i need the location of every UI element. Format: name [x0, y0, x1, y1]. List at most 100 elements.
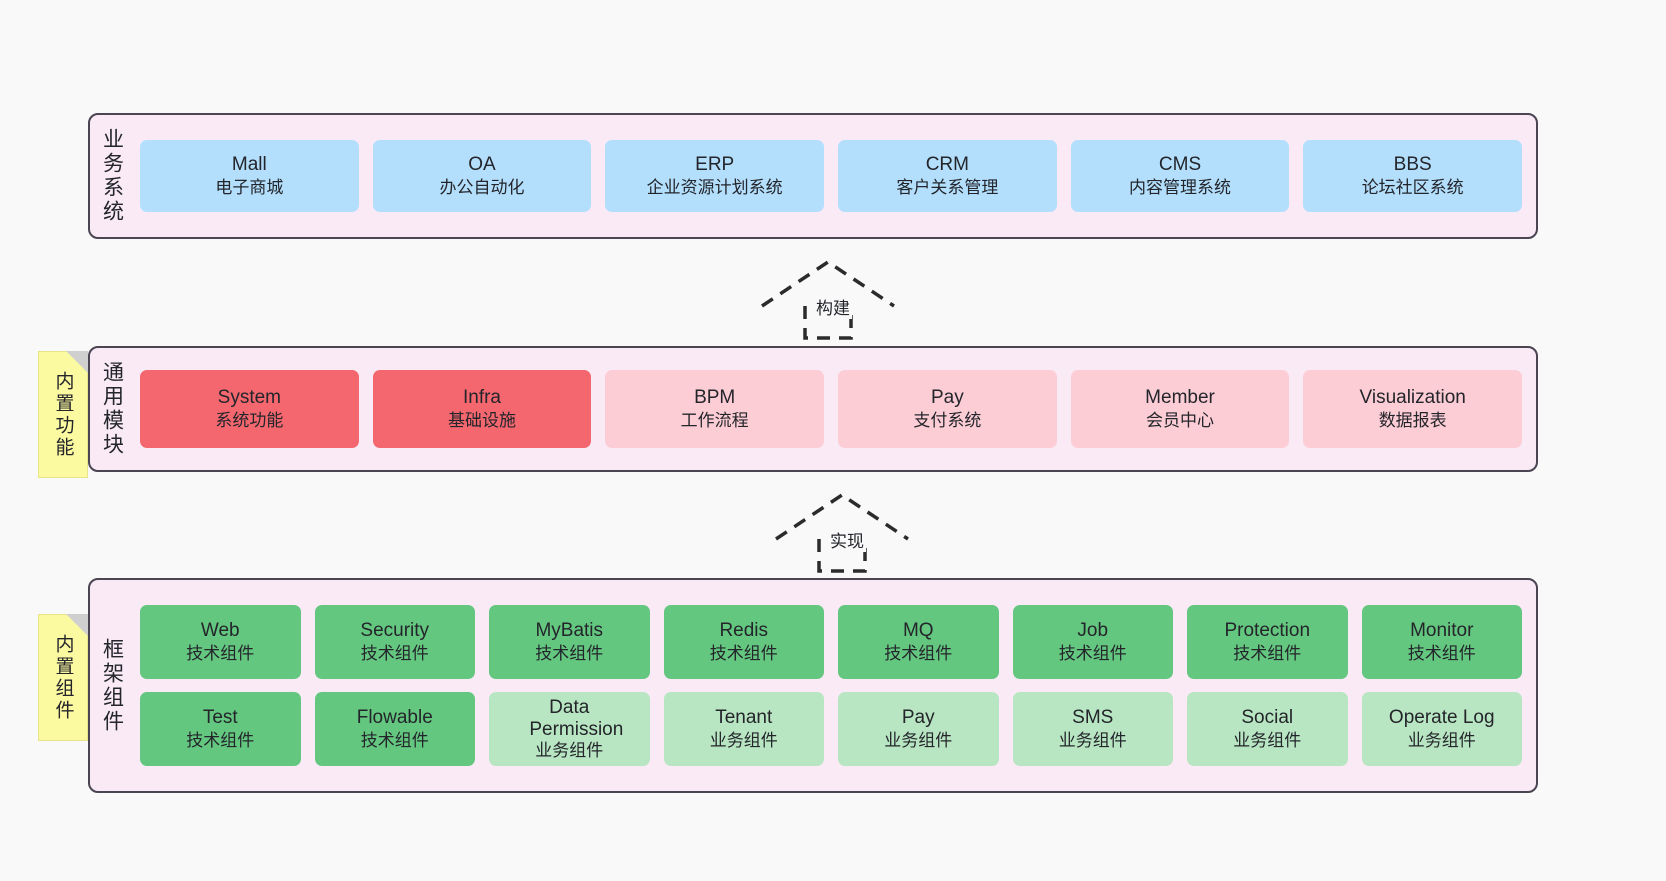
card-title: Data Permission	[529, 696, 624, 740]
card-title: Web	[200, 620, 240, 642]
card-social[interactable]: Social 业务组件	[1187, 692, 1348, 766]
card-title: CMS	[1158, 154, 1202, 176]
card-member[interactable]: Member 会员中心	[1070, 370, 1290, 448]
card-subtitle: 技术组件	[884, 644, 953, 664]
card-subtitle: 系统功能	[215, 411, 284, 431]
card-title: Monitor	[1410, 620, 1474, 642]
card-sms[interactable]: SMS 业务组件	[1012, 692, 1173, 766]
card-pay-component[interactable]: Pay 业务组件	[838, 692, 999, 766]
card-monitor[interactable]: Monitor 技术组件	[1361, 605, 1522, 679]
layer-common-modules: 通用模块 System 系统功能 Infra 基础设施 BPM 工作流程 Pay…	[88, 346, 1538, 472]
card-title: BPM	[694, 387, 736, 409]
card-cms[interactable]: CMS 内容管理系统	[1070, 140, 1290, 212]
layer-business-systems: 业务系统 Mall 电子商城 OA 办公自动化 ERP 企业资源计划系统 CRM…	[88, 113, 1538, 239]
card-title: ERP	[695, 154, 735, 176]
card-title: Infra	[462, 387, 502, 409]
card-subtitle: 技术组件	[535, 644, 604, 664]
framework-business-component-row: Test 技术组件 Flowable 技术组件 Data Permission …	[140, 692, 1522, 766]
sticky-note-builtin-features: 内置功能	[38, 351, 88, 478]
card-subtitle: 技术组件	[709, 644, 778, 664]
card-title: MQ	[902, 620, 934, 642]
framework-component-card-list: Web 技术组件 Security 技术组件 MyBatis 技术组件 Redi…	[134, 580, 1536, 791]
card-bpm[interactable]: BPM 工作流程	[605, 370, 825, 448]
card-mall[interactable]: Mall 电子商城	[140, 140, 359, 212]
connector-label-build: 构建	[814, 294, 852, 319]
card-subtitle: 业务组件	[1233, 731, 1302, 751]
card-infra[interactable]: Infra 基础设施	[372, 370, 592, 448]
card-erp[interactable]: ERP 企业资源计划系统	[605, 140, 825, 212]
card-subtitle: 内容管理系统	[1129, 178, 1232, 198]
card-title: Mall	[231, 154, 267, 176]
card-job[interactable]: Job 技术组件	[1012, 605, 1173, 679]
card-subtitle: 业务组件	[884, 731, 953, 751]
card-test[interactable]: Test 技术组件	[140, 692, 301, 766]
card-operate-log[interactable]: Operate Log 业务组件	[1361, 692, 1522, 766]
card-subtitle: 技术组件	[186, 644, 255, 664]
layer-title-business-systems: 业务系统	[100, 128, 124, 224]
arrow-head-build	[761, 259, 895, 308]
card-bbs[interactable]: BBS 论坛社区系统	[1303, 140, 1523, 212]
sticky-note-builtin-components: 内置组件	[38, 614, 88, 741]
card-data-permission[interactable]: Data Permission 业务组件	[489, 692, 650, 766]
connector-label-implement: 实现	[828, 527, 866, 552]
card-title: Flowable	[356, 707, 433, 729]
card-subtitle: 业务组件	[709, 731, 778, 751]
layer-title-common-modules: 通用模块	[100, 361, 124, 457]
card-tenant[interactable]: Tenant 业务组件	[663, 692, 824, 766]
card-mq[interactable]: MQ 技术组件	[838, 605, 999, 679]
card-subtitle: 业务组件	[1058, 731, 1127, 751]
card-subtitle: 技术组件	[1058, 644, 1127, 664]
card-title: Visualization	[1359, 387, 1466, 409]
card-title: CRM	[925, 154, 969, 176]
card-title: OA	[468, 154, 496, 176]
card-subtitle: 技术组件	[1407, 644, 1476, 664]
connector-build: 构建	[758, 258, 898, 340]
card-title: Pay	[901, 707, 935, 729]
arrow-shaft-implement	[817, 539, 867, 573]
card-title: Social	[1241, 707, 1294, 729]
card-subtitle: 电子商城	[215, 178, 284, 198]
card-subtitle: 技术组件	[360, 644, 429, 664]
card-title: Test	[202, 707, 238, 729]
card-mybatis[interactable]: MyBatis 技术组件	[489, 605, 650, 679]
card-protection[interactable]: Protection 技术组件	[1187, 605, 1348, 679]
card-title: Tenant	[715, 707, 773, 729]
card-subtitle: 技术组件	[360, 731, 429, 751]
sticky-note-label: 内置功能	[52, 370, 74, 459]
card-subtitle: 论坛社区系统	[1361, 178, 1464, 198]
connector-implement: 实现	[772, 491, 912, 573]
card-pay-module[interactable]: Pay 支付系统	[838, 370, 1057, 448]
card-flowable[interactable]: Flowable 技术组件	[314, 692, 475, 766]
layer-framework-components: 框架组件 Web 技术组件 Security 技术组件 MyBatis 技术组件…	[88, 578, 1538, 793]
card-title: Redis	[719, 620, 769, 642]
arrow-shaft-build	[803, 306, 853, 340]
card-title: MyBatis	[535, 620, 604, 642]
arrow-head-implement	[775, 492, 909, 541]
card-title: BBS	[1393, 154, 1432, 176]
card-subtitle: 基础设施	[448, 411, 516, 431]
card-subtitle: 会员中心	[1146, 411, 1215, 431]
layer-title-framework-components: 框架组件	[100, 637, 124, 734]
card-subtitle: 办公自动化	[439, 178, 525, 198]
card-title: Job	[1077, 620, 1109, 642]
card-subtitle: 业务组件	[1407, 731, 1476, 751]
card-system[interactable]: System 系统功能	[140, 370, 359, 448]
sticky-note-label: 内置组件	[52, 633, 74, 722]
card-title: Security	[360, 620, 430, 642]
card-crm[interactable]: CRM 客户关系管理	[838, 140, 1057, 212]
card-visualization[interactable]: Visualization 数据报表	[1303, 370, 1523, 448]
card-title: Member	[1145, 387, 1215, 409]
framework-tech-component-row: Web 技术组件 Security 技术组件 MyBatis 技术组件 Redi…	[140, 605, 1522, 679]
card-redis[interactable]: Redis 技术组件	[663, 605, 824, 679]
card-web[interactable]: Web 技术组件	[140, 605, 301, 679]
card-subtitle: 业务组件	[535, 741, 604, 761]
card-title: Pay	[930, 387, 964, 409]
card-oa[interactable]: OA 办公自动化	[372, 140, 592, 212]
card-subtitle: 工作流程	[680, 411, 749, 431]
card-security[interactable]: Security 技术组件	[314, 605, 475, 679]
business-system-card-list: Mall 电子商城 OA 办公自动化 ERP 企业资源计划系统 CRM 客户关系…	[134, 115, 1536, 237]
card-title: System	[217, 387, 282, 409]
card-subtitle: 支付系统	[913, 411, 982, 431]
card-title: Protection	[1224, 620, 1311, 642]
